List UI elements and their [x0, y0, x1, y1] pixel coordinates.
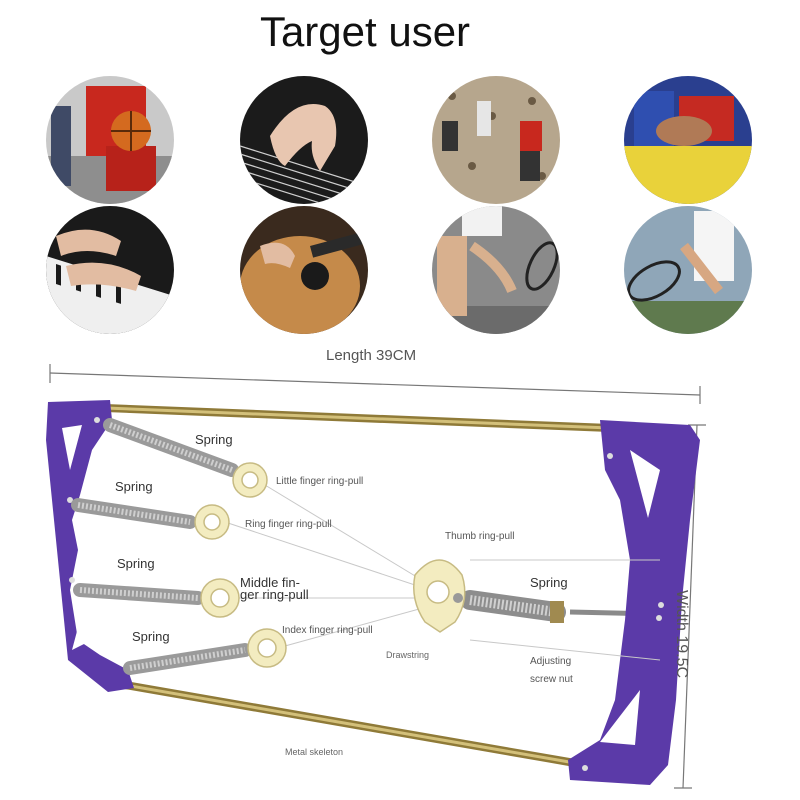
width-label: Width 19.5C [673, 590, 690, 679]
little-finger-label: Little finger ring-pull [276, 476, 364, 487]
middle-finger-label-2: ger ring-pull [240, 587, 309, 602]
page-title: Target user [259, 8, 471, 55]
spring-label-middle: Spring [117, 556, 155, 571]
length-dimension-line [49, 364, 701, 404]
middle-finger-label-1: Middle fin- [240, 575, 300, 590]
spring-label-index: Spring [132, 629, 170, 644]
finger-trainer-diagram [46, 364, 706, 789]
rock-climbing-photo [432, 76, 560, 204]
guitar-photo [240, 206, 368, 334]
wrestling-photo [624, 76, 752, 204]
ring-finger-label: Ring finger ring-pull [245, 519, 332, 530]
drawstring-label: Drawstring [386, 650, 430, 660]
length-label: Length 39CM [326, 347, 417, 364]
right-frame [568, 420, 700, 785]
spring-label-little: Spring [195, 432, 233, 447]
piano-photo [46, 206, 174, 334]
finger-rings [194, 462, 466, 668]
spring-label-thumb: Spring [530, 575, 568, 590]
finger-springs [71, 418, 566, 675]
adjusting-label-2: screw nut [530, 674, 573, 685]
adjusting-label-1: Adjusting [530, 656, 572, 667]
tennis-backhand-photo [432, 206, 560, 334]
tennis-serve-photo [624, 206, 752, 334]
drawstrings [224, 481, 661, 661]
width-dimension-line [674, 424, 706, 789]
spring-label-ring: Spring [115, 479, 153, 494]
index-finger-label: Index finger ring-pull [282, 625, 373, 636]
thumb-label: Thumb ring-pull [445, 531, 515, 542]
basketball-photo [46, 76, 174, 204]
left-frame [46, 400, 134, 692]
metal-skeleton-label: Metal skeleton [285, 747, 344, 757]
guzheng-photo [240, 76, 368, 204]
